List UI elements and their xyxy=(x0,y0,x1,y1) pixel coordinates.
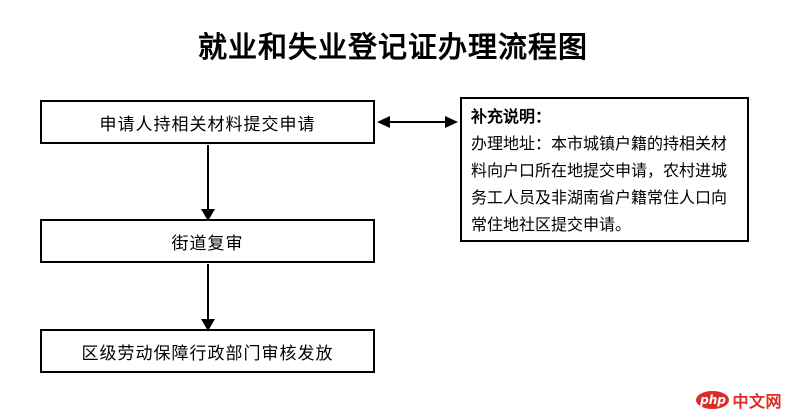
site-name-text: 中文网 xyxy=(732,392,782,411)
flow-step-street-review: 街道复审 xyxy=(40,219,375,263)
php-logo-badge: php xyxy=(696,391,730,409)
supplementary-note-box: 补充说明： 办理地址：本市城镇户籍的持相关材料向户口所在地提交申请，农村进城务工… xyxy=(460,97,749,242)
note-heading: 补充说明： xyxy=(471,107,552,126)
arrow-step1-to-step2 xyxy=(201,145,215,221)
php-cn-watermark: php 中文网 xyxy=(696,388,782,412)
arrow-step2-to-step3 xyxy=(201,264,215,331)
page-title: 就业和失业登记证办理流程图 xyxy=(197,30,588,64)
flow-step-submit-application: 申请人持相关材料提交申请 xyxy=(40,100,375,144)
arrow-step1-to-note xyxy=(377,116,458,128)
note-body: 办理地址：本市城镇户籍的持相关材料向户口所在地提交申请，农村进城务工人员及非湖南… xyxy=(471,134,728,234)
flow-step-district-review-issue: 区级劳动保障行政部门审核发放 xyxy=(40,329,375,373)
